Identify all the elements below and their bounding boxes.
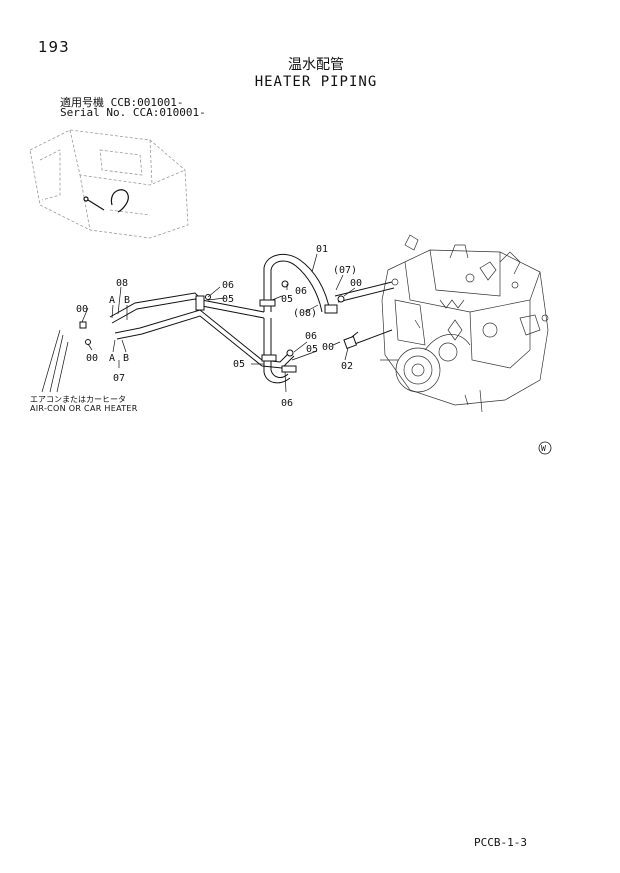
callout-07: 07 [113, 373, 125, 384]
callout-labels: 01 (07) 00 06 05 (08) 06 05 00 02 06 05 … [76, 244, 362, 409]
page-number: 193 [38, 38, 70, 56]
callout-b: B [124, 295, 130, 306]
callout-a: A [109, 353, 115, 364]
callout-08: 08 [116, 278, 128, 289]
note-japanese: エアコンまたはカーヒータ [30, 395, 126, 404]
callout-00: 00 [350, 278, 362, 289]
callout-08-paren: (08) [293, 308, 317, 319]
leader-lines [41, 253, 356, 393]
callout-00: 00 [76, 304, 88, 315]
callout-a: A [109, 295, 115, 306]
note-english: AIR-CON OR CAR HEATER [30, 404, 138, 413]
callout-02: 02 [341, 361, 353, 372]
w-mark: W [538, 441, 552, 455]
engine-drawing [380, 234, 549, 413]
callout-01: 01 [316, 244, 328, 255]
callout-07-paren: (07) [333, 265, 357, 276]
machine-thumbnail [29, 129, 189, 239]
footer-code: PCCB-1-3 [474, 836, 527, 849]
callout-05: 05 [306, 344, 318, 355]
fittings [79, 280, 358, 373]
callout-05: 05 [233, 359, 245, 370]
callout-06: 06 [281, 398, 293, 409]
thumbnail-hose [83, 189, 129, 213]
callout-b: B [123, 353, 129, 364]
svg-text:W: W [541, 444, 546, 453]
title-english: HEATER PIPING [254, 74, 378, 90]
callout-06: 06 [305, 331, 317, 342]
callout-06: 06 [295, 286, 307, 297]
callout-06: 06 [222, 280, 234, 291]
serial-line-2: Serial No. CCA:010001- [60, 106, 206, 119]
callout-05: 05 [222, 294, 234, 305]
serial-line-1: 適用号機 CCB:001001- [60, 96, 184, 109]
callout-05: 05 [281, 294, 293, 305]
title-japanese: 温水配管 [288, 57, 344, 73]
callout-00: 00 [86, 353, 98, 364]
callout-00: 00 [322, 342, 334, 353]
